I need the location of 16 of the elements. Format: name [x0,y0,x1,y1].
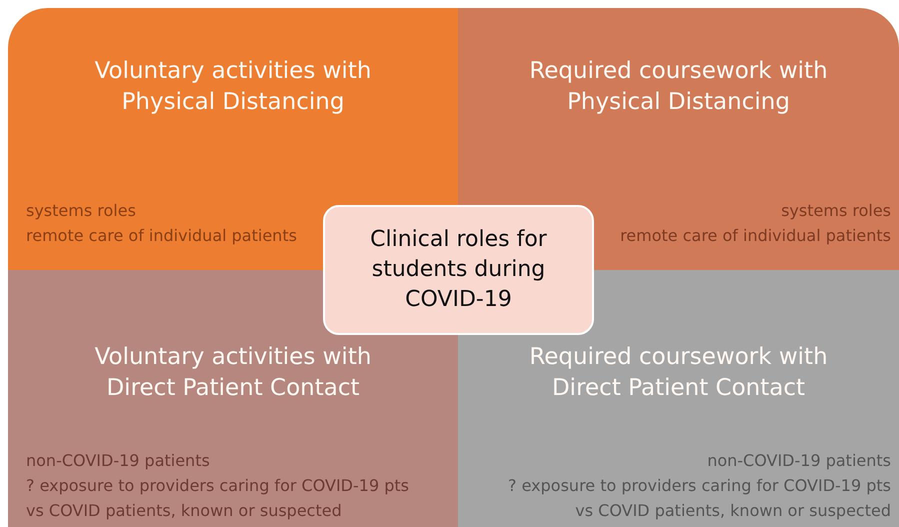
role-item: non-COVID-19 patients [26,450,210,472]
quadrant-heading: Required coursework with Direct Patient Contact [528,343,829,403]
center-box [323,205,594,335]
quadrant-heading: Voluntary activities with Direct Patient Contact [94,343,372,403]
role-item: non-COVID-19 patients [707,450,891,472]
role-item: ? exposure to providers caring for COVID-19 pts [26,475,409,497]
quadrant-heading: Required coursework with Physical Distancing [528,57,829,117]
role-item: remote care of individual patients [26,225,297,247]
quadrant-heading: Voluntary activities with Physical Distancing [94,57,372,117]
center-title: Clinical roles for students during COVID-19 [369,226,548,314]
role-item: systems roles [781,200,891,222]
role-item: ? exposure to providers caring for COVID-19 pts [508,475,891,497]
role-item: systems roles [26,200,136,222]
role-item: vs COVID patients, known or suspected [26,500,342,522]
role-item: remote care of individual patients [620,225,891,247]
role-item: vs COVID patients, known or suspected [575,500,891,522]
